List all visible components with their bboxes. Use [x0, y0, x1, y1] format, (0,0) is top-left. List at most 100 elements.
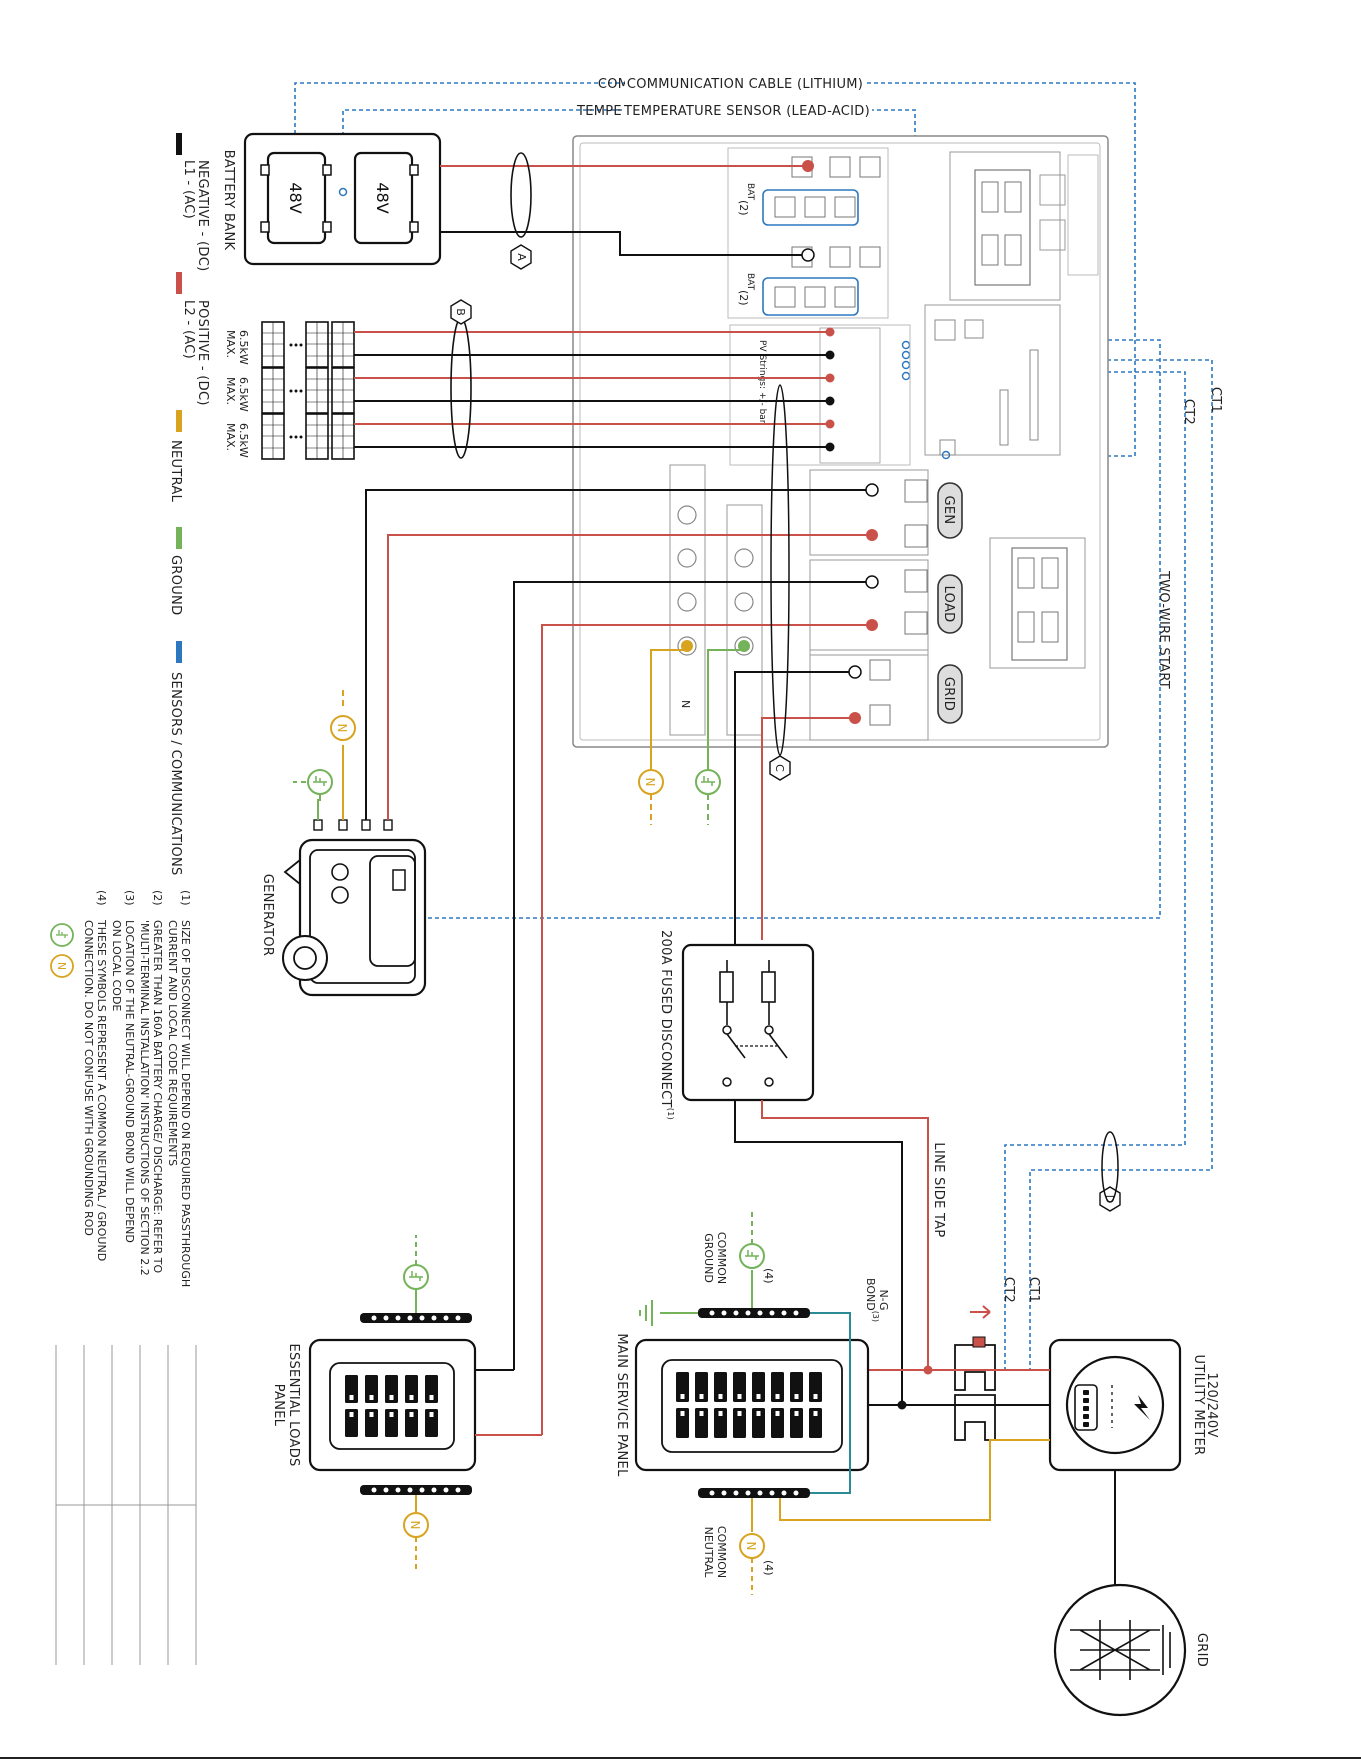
- pv-warning-text: PV Strings: +/- bar: [757, 340, 767, 424]
- main-breakers-breaker: [714, 1408, 727, 1438]
- bat-terminal-group-2: [762, 277, 859, 316]
- bundle-a: [510, 152, 532, 238]
- common-ground-note: (4): [762, 1268, 775, 1284]
- svg-text:N: N: [643, 778, 657, 787]
- ess-neutral-symbol: N: [403, 1495, 429, 1570]
- pv-array-2-rating: 6.5kWMAX.: [224, 377, 250, 412]
- common-neutral-label: COMMONNEUTRAL: [702, 1526, 728, 1578]
- note-number-4: (4): [95, 890, 108, 906]
- disconnect-label: 200A FUSED DISCONNECT(1): [658, 930, 675, 1120]
- ct-clamps: [954, 1305, 996, 1441]
- ground-bus: [726, 504, 763, 736]
- common-neutral-symbol: N COMMONNEUTRAL (4): [702, 1498, 775, 1595]
- ng-bond-label: N-GBOND(3): [864, 1278, 890, 1322]
- pv-arrays: 6.5kWMAX. 6.5kWMAX. 6.5kWMAX.: [224, 321, 355, 460]
- grid-label: GRID: [1194, 1633, 1209, 1667]
- load-terminal-block: [809, 559, 929, 656]
- common-ground-symbol: COMMONGROUND (4): [702, 1210, 775, 1308]
- line-side-tap-label: LINE SIDE TAP: [931, 1142, 946, 1237]
- note-text-2-line-2: 'MULTI-TERMINAL INSTALLATION' INSTRUCTIO…: [138, 920, 151, 1276]
- common-neutral-note: (4): [762, 1560, 775, 1576]
- svg-text:L1 - (AC)NEGATIVE - (DC): L1 - (AC)NEGATIVE - (DC): [181, 160, 210, 271]
- main-breakers-breaker: [790, 1372, 803, 1402]
- legend-item-sensors: SENSORS / COMMUNICATIONS: [168, 641, 183, 876]
- load-port-text: LOAD: [941, 586, 956, 623]
- load-port-label: [937, 574, 963, 634]
- battery-cell-1-voltage: 48V: [286, 182, 305, 213]
- ess-breakers-breaker: [365, 1375, 378, 1403]
- essential-loads-panel: ESSENTIAL LOADSPANEL: [271, 1338, 477, 1472]
- main-panel-label: MAIN SERVICE PANEL: [614, 1333, 629, 1477]
- legend-item-l1: L1 - (AC)NEGATIVE - (DC): [176, 133, 210, 271]
- main-breakers-breaker: [771, 1408, 784, 1438]
- bundle-d: [1101, 1131, 1119, 1203]
- inv-neutral-symbol: N: [638, 769, 664, 825]
- comm-cable-lithium: [294, 82, 1136, 457]
- neutral-bus-label: N: [679, 700, 692, 708]
- ct2-label-bottom: CT2: [1001, 1277, 1016, 1303]
- notes: (1) SIZE OF DISCONNECT WILL DEPEND ON REQ…: [82, 890, 192, 1287]
- ess-panel-label: ESSENTIAL LOADSPANEL: [271, 1343, 301, 1466]
- pv-array-1: [261, 321, 355, 368]
- battery-cell-2: [353, 151, 414, 245]
- main-service-panel: MAIN SERVICE PANEL: [614, 1333, 870, 1477]
- load-l2-wire: [541, 624, 872, 1435]
- grid-port-text: GRID: [941, 677, 956, 711]
- pv-array-2: [261, 367, 355, 414]
- ct1-cable: [918, 359, 1213, 1370]
- meter-neutral-wire: [779, 1439, 1050, 1521]
- grid-terminal-block: [809, 649, 929, 741]
- main-breakers-breaker: [695, 1408, 708, 1438]
- gen-ground-symbol: [293, 769, 333, 795]
- inverter-ground-out: [707, 649, 744, 780]
- svg-text:A: A: [515, 253, 528, 261]
- bat-count-2: (2): [737, 290, 750, 306]
- common-ground-label: COMMONGROUND: [702, 1232, 728, 1284]
- svg-text:C: C: [773, 764, 786, 772]
- utility-meter: UTILITY METER 120/240V: [1048, 1338, 1219, 1472]
- breaker-compartment-top: [949, 151, 1061, 301]
- pv-wires: [354, 331, 830, 448]
- ess-breakers-breaker: [425, 1409, 438, 1437]
- note-text-4-line-2: CONNECTION. DO NOT CONFUSE WITH GROUNDIN…: [82, 920, 95, 1236]
- note-number-2: (2): [151, 890, 164, 906]
- generator-label: GENERATOR: [260, 874, 275, 957]
- fused-disconnect: 200A FUSED DISCONNECT(1): [658, 930, 815, 1120]
- bat-terminal-group-1: [762, 189, 859, 226]
- ess-breakers-breaker: [385, 1409, 398, 1437]
- svg-text:N: N: [335, 724, 349, 733]
- battery-negative-wire: [440, 231, 808, 256]
- comm-cable-label-text: COMMUNICATION CABLE (LITHIUM): [627, 77, 863, 92]
- marker-a: A: [510, 244, 532, 270]
- svg-text:N: N: [55, 962, 68, 970]
- legend-item-ground: GROUND: [168, 527, 183, 615]
- svg-text:NEUTRAL: NEUTRAL: [168, 440, 183, 503]
- gen-ground-wire: [317, 795, 321, 820]
- note-number-1: (1): [179, 890, 192, 906]
- ess-ground-symbol: [403, 1235, 429, 1313]
- svg-text:L2 - (AC)POSITIVE - (DC): L2 - (AC)POSITIVE - (DC): [181, 300, 210, 406]
- battery-bank: 48V 48V BATTERY BANK: [221, 132, 442, 266]
- revision-table: [55, 1345, 197, 1665]
- svg-text:N: N: [744, 1542, 758, 1551]
- generator: GENERATOR: [260, 819, 427, 997]
- grid-port-label: [937, 664, 963, 724]
- inv-ground-symbol: [695, 769, 721, 825]
- main-breakers-breaker: [790, 1408, 803, 1438]
- disconnect-l2-wire: [761, 1100, 929, 1370]
- grid-tower: GRID: [1053, 1583, 1209, 1717]
- main-breakers-breaker: [733, 1408, 746, 1438]
- gen-port-text: GEN: [941, 496, 956, 525]
- breaker-compartment-load: [989, 537, 1086, 669]
- note-text-1-line-1: SIZE OF DISCONNECT WILL DEPEND ON REQUIR…: [179, 920, 192, 1287]
- main-breakers-breaker: [752, 1408, 765, 1438]
- legend: L1 - (AC)NEGATIVE - (DC) L2 - (AC)POSITI…: [168, 133, 210, 876]
- inverter-cabinet: BAT (2) BAT (2) PV Strings: +/- bar GEN …: [572, 135, 1109, 748]
- gen-port-label: [937, 482, 963, 539]
- battery-cell-1: [266, 151, 327, 245]
- bat-count-1: (2): [737, 200, 750, 216]
- ess-breakers-breaker: [425, 1375, 438, 1403]
- main-breakers-breaker: [733, 1372, 746, 1402]
- control-board: [924, 304, 1061, 456]
- ess-neutral-bus: [360, 1485, 472, 1495]
